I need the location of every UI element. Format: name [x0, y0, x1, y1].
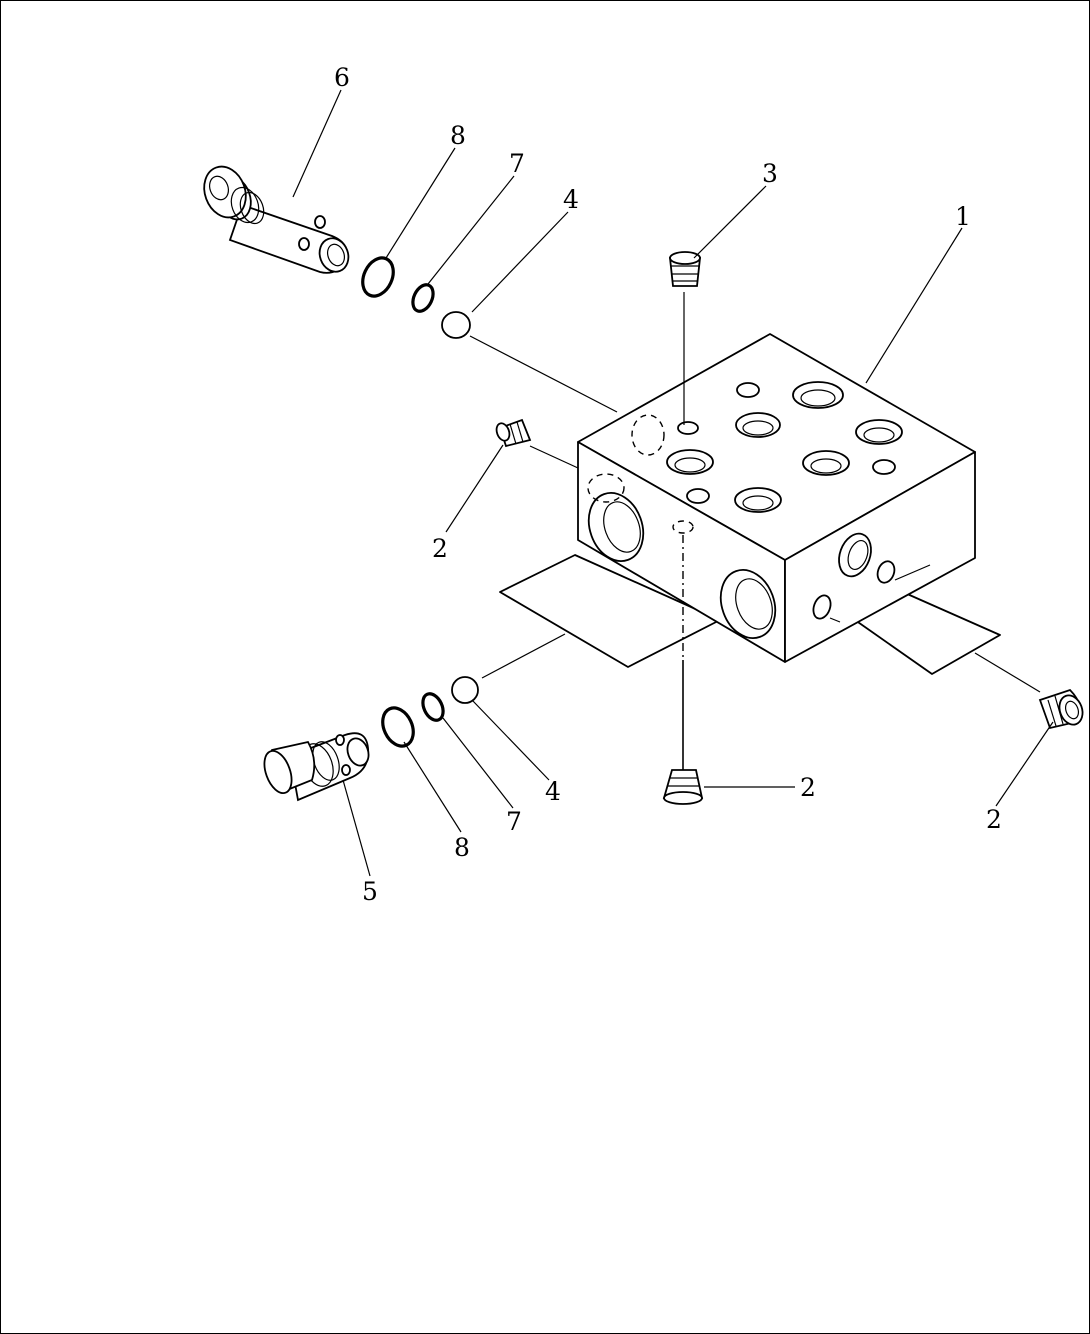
callout-7-top: 7 [509, 149, 525, 178]
callout-8-bottom: 8 [454, 833, 470, 862]
o-ring-8-top [361, 256, 395, 298]
callout-1: 1 [955, 202, 971, 231]
leader-lines [292, 89, 1054, 877]
callout-3: 3 [762, 159, 778, 188]
callout-7-bottom: 7 [506, 807, 522, 836]
callout-2-right: 2 [986, 805, 1002, 834]
callouts: 6 8 7 4 3 1 2 2 2 5 8 7 4 [334, 63, 1002, 906]
plug-2-left [495, 418, 532, 448]
callout-2-left: 2 [432, 534, 448, 563]
plug-2-bottom [662, 769, 704, 805]
callout-6: 6 [334, 63, 350, 92]
o-ring-7-bottom [421, 692, 445, 722]
ball-4-bottom [451, 676, 479, 704]
valve-block [577, 333, 976, 663]
callout-4-top: 4 [563, 185, 579, 214]
ball-4-top [441, 311, 471, 339]
callout-2-bottom: 2 [800, 773, 816, 802]
assembly-lines [469, 292, 1041, 770]
plug-3 [668, 251, 702, 287]
o-ring-8-bottom [381, 706, 415, 748]
o-ring-7-top [411, 283, 435, 313]
callout-4-bottom: 4 [545, 777, 561, 806]
cartridge-valve-bottom [263, 732, 370, 802]
plug-2-right [1038, 688, 1084, 730]
cartridge-valve-top [203, 165, 350, 274]
callout-5: 5 [362, 877, 378, 906]
callout-8-top: 8 [450, 121, 466, 150]
